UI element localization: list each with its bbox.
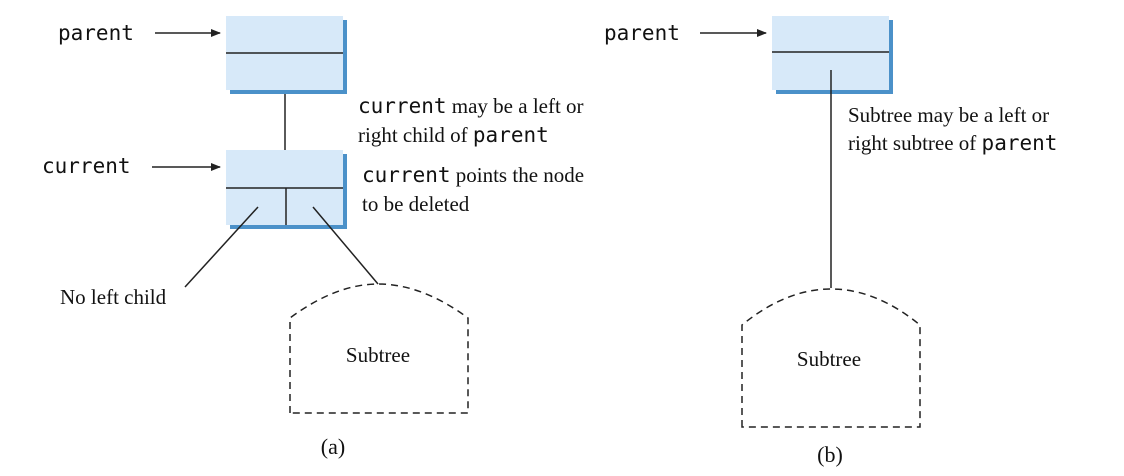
parent-node-b	[772, 16, 893, 94]
current-node	[226, 150, 347, 229]
note-current-points: current points the node	[362, 163, 584, 187]
note-current-child: current may be a left or	[358, 94, 584, 118]
panel-a: parent current may be a left or right ch…	[42, 16, 584, 459]
left-pointer-line	[184, 206, 259, 288]
parent-label-a: parent	[58, 21, 134, 45]
note-subtree-line2: right subtree of parent	[848, 131, 1057, 155]
note-current-points-line2: to be deleted	[362, 192, 470, 216]
right-pointer-line	[312, 206, 379, 285]
subtree-shape-a	[289, 283, 469, 414]
subtree-shape-b	[741, 288, 921, 428]
no-left-child-label: No left child	[60, 285, 167, 309]
caption-b: (b)	[817, 442, 843, 467]
note-subtree-line1: Subtree may be a left or	[848, 103, 1049, 127]
current-label-a: current	[42, 154, 131, 178]
subtree-label-b: Subtree	[797, 347, 861, 371]
caption-a: (a)	[321, 434, 345, 459]
note-current-child-line2: right child of parent	[358, 123, 549, 147]
parent-label-b: parent	[604, 21, 680, 45]
parent-node-a	[226, 16, 347, 94]
panel-b: parent Subtree may be a left or right su…	[604, 16, 1057, 467]
subtree-label-a: Subtree	[346, 343, 410, 367]
